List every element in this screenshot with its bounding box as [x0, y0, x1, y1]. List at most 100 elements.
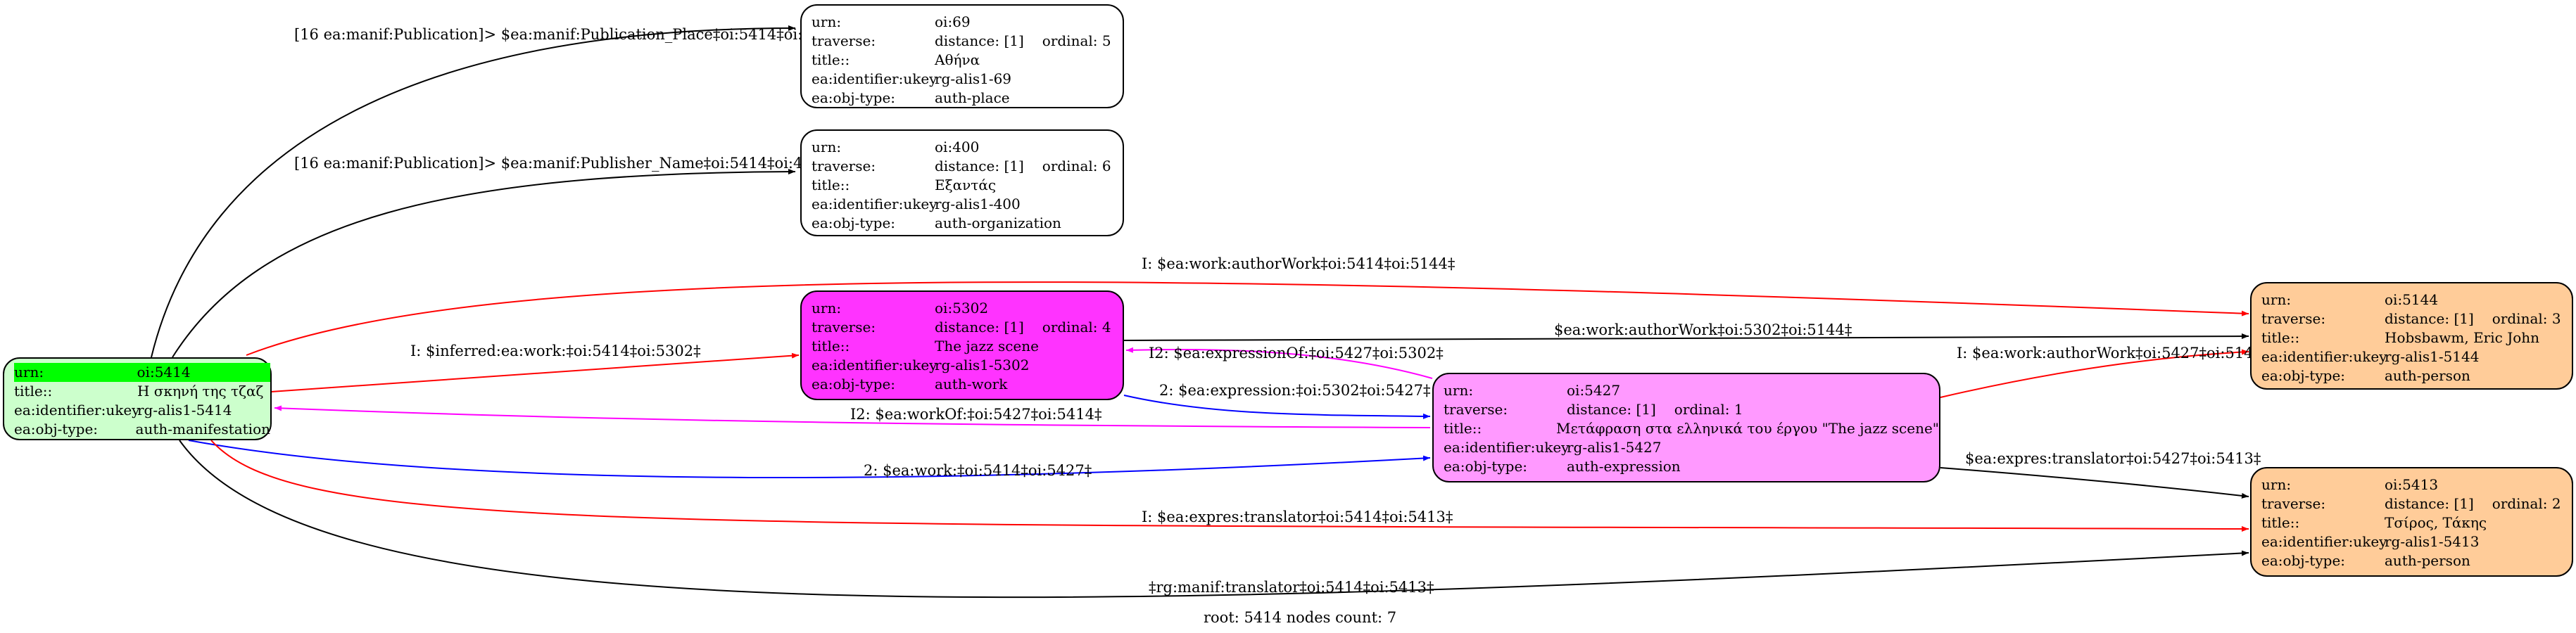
key-label: ea:identifier:ukey [812, 70, 937, 87]
value-text: distance: [1] [935, 319, 1024, 335]
value-text: oi:5414 [137, 363, 270, 382]
value-text: oi:5302 [935, 300, 989, 316]
key-label: ea:obj-type: [812, 89, 896, 106]
key-label: urn: [2261, 291, 2292, 308]
key-label: ea:obj-type: [812, 376, 896, 392]
key-label: urn: [1444, 382, 1474, 399]
node-oi-5413[interactable]: urn: oi:5413 traverse: distance: [1] ordina… [2250, 467, 2573, 577]
edge-label-expressionof: I2: $ea:expressionOf:‡oi:5427‡oi:5302‡ [1149, 345, 1444, 362]
node-row-traverse: traverse:distance: [1]ordinal: 5 [812, 32, 1123, 51]
value-text: rg-alis1-5413 [2385, 533, 2480, 550]
edge-authorwork-5414-5144 [246, 281, 2249, 356]
node-oi-5302[interactable]: urn: oi:5302 traverse: distance: [1] ordina… [800, 290, 1124, 400]
value-text: distance: [1] [935, 158, 1024, 174]
key-label: traverse: [812, 32, 876, 49]
value-text: auth-place [935, 89, 1010, 106]
key-label: ea:obj-type: [14, 421, 99, 437]
value-text: rg-alis1-5302 [935, 357, 1030, 373]
key-label: urn: [812, 300, 842, 316]
value-text: oi:5427 [1567, 382, 1621, 399]
ordinal-text: ordinal: 2 [2492, 495, 2561, 512]
value-text: rg-alis1-400 [935, 196, 1021, 212]
edge-publication-place [151, 25, 796, 358]
key-label: title:: [1444, 420, 1482, 437]
node-row-objtype: ea:obj-type: auth-organization [812, 214, 1123, 233]
node-row-objtype: ea:obj-type:auth-person [2261, 366, 2572, 385]
key-label: title:: [14, 383, 53, 399]
value-text: auth-manifestation [135, 421, 270, 437]
edge-label-work-5414-5427: 2: $ea:work:‡oi:5414‡oi:5427‡ [864, 462, 1092, 479]
key-label: title:: [812, 51, 850, 68]
key-label: title:: [2261, 329, 2300, 346]
node-oi-5144[interactable]: urn:oi:5144 traverse:distance: [1]ordina… [2250, 282, 2573, 390]
node-row-traverse: traverse: distance: [1] ordinal: 2 [2261, 494, 2572, 513]
edge-label-authorwork-5414-5144: I: $ea:work:authorWork‡oi:5414‡oi:5144‡ [1142, 255, 1456, 272]
value-text: auth-work [935, 376, 1008, 392]
key-label: traverse: [2261, 495, 2326, 512]
node-row-objtype: ea:obj-type:auth-expression [1444, 457, 1939, 476]
node-row-traverse: traverse: distance: [1] ordinal: 4 [812, 318, 1123, 337]
node-row-title: title::Μετάφραση στα ελληνικά του έργου … [1444, 419, 1939, 438]
value-text: rg-alis1-69 [935, 70, 1012, 87]
key-label: urn: [14, 363, 137, 382]
node-row-title: title::Η σκηνή της τζαζ [14, 382, 270, 401]
node-row-objtype: ea:obj-type: auth-work [812, 375, 1123, 394]
node-oi-5427[interactable]: urn:oi:5427 traverse:distance: [1]ordina… [1432, 373, 1940, 482]
key-label: ea:identifier:ukey [812, 357, 937, 373]
node-row-urn: urn:oi:69 [812, 13, 1123, 32]
key-label: ea:identifier:ukey [812, 196, 937, 212]
edge-label-manif-translator: ‡rg:manif:translator‡oi:5414‡oi:5413‡ [1149, 579, 1434, 596]
key-label: ea:identifier:ukey [14, 402, 140, 418]
edge-label-authorwork-5427-5144: I: $ea:work:authorWork‡oi:5427‡oi:5144‡ [1957, 345, 2271, 362]
node-oi-400[interactable]: urn:oi:400 traverse:distance: [1]ordinal… [800, 129, 1124, 236]
node-row-title: title::Τσίρος, Τάκης [2261, 513, 2572, 532]
edge-authorwork-5302-5144 [1123, 333, 2249, 341]
edge-expres-translator-5427-5413 [1940, 467, 2249, 499]
value-text: Τσίρος, Τάκης [2385, 514, 2487, 531]
ordinal-text: ordinal: 4 [1042, 319, 1111, 335]
key-label: ea:obj-type: [812, 215, 896, 231]
value-text: auth-organization [935, 215, 1061, 231]
key-label: traverse: [2261, 310, 2326, 327]
value-text: rg-alis1-5144 [2385, 348, 2480, 365]
edge-label-expression: 2: $ea:expression:‡oi:5302‡oi:5427‡ [1159, 382, 1431, 399]
key-label: title:: [812, 338, 850, 354]
node-row-urn: urn: oi:5302 [812, 299, 1123, 318]
node-row-urn: urn:oi:400 [812, 138, 1123, 157]
value-text: Εξαντάς [935, 177, 997, 193]
ordinal-text: ordinal: 1 [1674, 401, 1743, 418]
edge-label-publication-place: [16 ea:manif:Publication]> $ea:manif:Pub… [294, 26, 848, 43]
edge-label-workof: I2: $ea:workOf:‡oi:5427‡oi:5414‡ [850, 406, 1102, 423]
key-label: ea:obj-type: [2261, 367, 2346, 384]
edge-publisher-name [172, 169, 796, 358]
node-oi-5414-root[interactable]: urn:oi:5414 title::Η σκηνή της τζαζ ea:i… [3, 357, 272, 440]
value-text: oi:5413 [2385, 476, 2439, 493]
edge-expressionof [1125, 347, 1433, 379]
value-text: distance: [1] [2385, 495, 2474, 512]
node-row-title: title::Hobsbawm, Eric John [2261, 328, 2572, 347]
edge-label-expres-translator-5414-5413: I: $ea:expres:translator‡oi:5414‡oi:5413… [1142, 509, 1453, 525]
node-row-urn: urn: oi:5413 [2261, 475, 2572, 494]
key-label: title:: [812, 177, 850, 193]
edge-label-expres-translator-5427-5413: $ea:expres:translator‡oi:5427‡oi:5413‡ [1965, 450, 2261, 467]
node-row-title: title::The jazz scene [812, 337, 1123, 356]
key-label: urn: [2261, 476, 2292, 493]
key-label: traverse: [1444, 401, 1508, 418]
node-row-urn: urn:oi:5414 [14, 363, 270, 382]
value-text: Μετάφραση στα ελληνικά του έργου "The ja… [1556, 420, 1939, 437]
node-row-objtype: ea:obj-type:auth-person [2261, 551, 2572, 570]
edge-inferred-work [270, 352, 800, 392]
edge-work-5414-5427 [188, 440, 1431, 478]
key-label: traverse: [812, 319, 876, 335]
node-row-traverse: traverse:distance: [1]ordinal: 3 [2261, 309, 2572, 328]
key-label: ea:obj-type: [2261, 552, 2346, 569]
edge-expres-translator-5414-5413 [210, 440, 2249, 532]
edge-label-authorwork-5302-5144: $ea:work:authorWork‡oi:5302‡oi:5144‡ [1554, 321, 1852, 338]
node-oi-69[interactable]: urn:oi:69 traverse:distance: [1]ordinal:… [800, 4, 1124, 108]
